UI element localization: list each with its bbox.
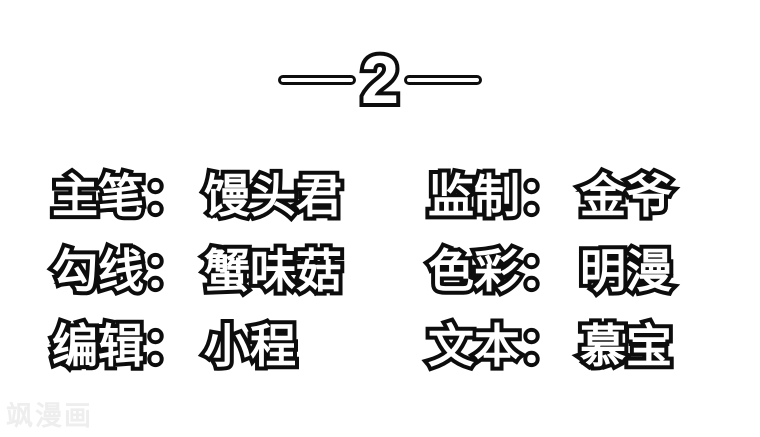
credit-label-outline: 色彩： [424, 241, 570, 301]
credit-label-outline: 勾线： [48, 241, 194, 301]
credit-name-text: 小程 [204, 320, 296, 372]
credit-label-text: 编辑： [52, 320, 190, 372]
credit-main-artist: 主笔： 主笔： 馒头君 馒头君 [48, 166, 428, 226]
credit-label: 主笔： 主笔： [48, 166, 194, 226]
credit-supervisor: 监制： 监制： 金爷 金爷 [424, 166, 732, 226]
credit-label-outline: 编辑： [48, 316, 194, 376]
chapter-number: 2 2 [357, 38, 403, 122]
credit-name: 蟹味菇 蟹味菇 [200, 241, 346, 301]
credit-name-outline: 小程 [200, 316, 300, 376]
credit-name-outline: 明漫 [576, 241, 676, 301]
credit-label-text: 监制： [428, 170, 566, 222]
credit-name-text: 明漫 [580, 245, 672, 297]
credit-name-outline: 蟹味菇 [200, 241, 346, 301]
credit-name: 慕宝 慕宝 [576, 316, 676, 376]
credit-line-art: 勾线： 勾线： 蟹味菇 蟹味菇 [48, 241, 428, 301]
credit-label-text: 勾线： [52, 245, 190, 297]
credit-name-text: 蟹味菇 [204, 245, 342, 297]
credit-color: 色彩： 色彩： 明漫 明漫 [424, 241, 732, 301]
credits-grid: 主笔： 主笔： 馒头君 馒头君 监制： 监制： 金爷 金爷 [48, 166, 732, 395]
credit-label-text: 文本： [428, 320, 566, 372]
credit-label: 编辑： 编辑： [48, 316, 194, 376]
credit-row-1: 主笔： 主笔： 馒头君 馒头君 监制： 监制： 金爷 金爷 [48, 166, 732, 227]
credit-label: 文本： 文本： [424, 316, 570, 376]
credit-name: 馒头君 馒头君 [200, 166, 346, 226]
credit-label-outline: 监制： [424, 166, 570, 226]
credit-label: 勾线： 勾线： [48, 241, 194, 301]
credit-label: 色彩： 色彩： [424, 241, 570, 301]
credit-label-text: 色彩： [428, 245, 566, 297]
credit-name: 小程 小程 [200, 316, 300, 376]
credit-name-outline: 慕宝 [576, 316, 676, 376]
credit-name-text: 慕宝 [580, 320, 672, 372]
chapter-dash-left [278, 75, 357, 85]
chapter-number-outline: 2 [357, 38, 403, 122]
credit-name: 金爷 金爷 [576, 166, 676, 226]
credit-label: 监制： 监制： [424, 166, 570, 226]
watermark: 飒漫画 [6, 401, 93, 431]
credit-label-outline: 主笔： [48, 166, 194, 226]
credit-script: 文本： 文本： 慕宝 慕宝 [424, 316, 732, 376]
credit-name-text: 馒头君 [204, 170, 342, 222]
credit-row-3: 编辑： 编辑： 小程 小程 文本： 文本： 慕宝 慕宝 [48, 316, 732, 377]
chapter-dash-right [403, 75, 482, 85]
chapter-marker: 2 2 [0, 38, 760, 122]
credit-editor: 编辑： 编辑： 小程 小程 [48, 316, 428, 376]
credit-name-outline: 金爷 [576, 166, 676, 226]
credit-name-outline: 馒头君 [200, 166, 346, 226]
credit-name-text: 金爷 [580, 170, 672, 222]
credit-name: 明漫 明漫 [576, 241, 676, 301]
credit-row-2: 勾线： 勾线： 蟹味菇 蟹味菇 色彩： 色彩： 明漫 明漫 [48, 241, 732, 302]
credit-label-text: 主笔： [52, 170, 190, 222]
credit-label-outline: 文本： [424, 316, 570, 376]
chapter-number-text: 2 [361, 41, 399, 118]
